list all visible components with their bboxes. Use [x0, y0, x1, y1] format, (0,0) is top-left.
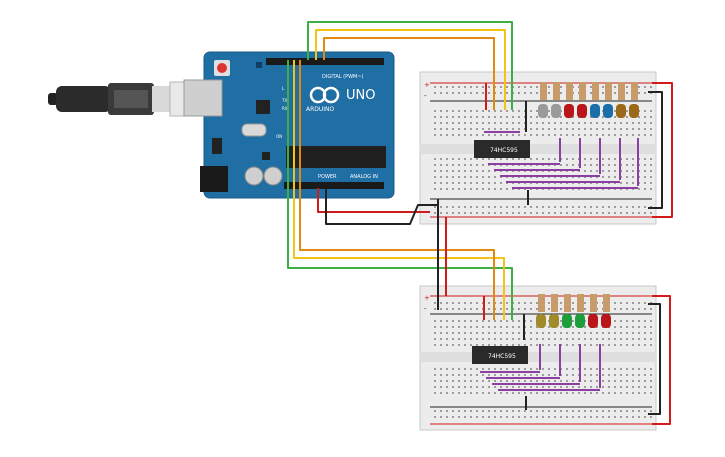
led [603, 104, 613, 118]
black-ground-wire [325, 188, 438, 225]
power-label: POWER [318, 174, 337, 180]
rail-plus-sign: + [424, 294, 430, 302]
leds-top [538, 82, 639, 118]
led [536, 314, 546, 328]
power-jack [200, 166, 228, 192]
red-rail-jumper-top [652, 82, 673, 218]
led [601, 314, 611, 328]
arduino-model-text: UNO [346, 88, 375, 103]
shift-register-chip [474, 140, 530, 158]
power-analog-header [284, 182, 384, 189]
led [588, 314, 598, 328]
led [564, 104, 574, 118]
analog-label: ANALOG IN [350, 174, 378, 180]
led [562, 314, 572, 328]
led [616, 104, 626, 118]
black-rail-jumper-top [648, 91, 663, 209]
led [629, 104, 639, 118]
led [549, 314, 559, 328]
leds-bottom [536, 294, 611, 328]
microcontroller-chip [286, 146, 386, 168]
arduino-brand-text: ARDUINO [306, 106, 335, 113]
led [577, 104, 587, 118]
tx-label: TX [281, 98, 287, 103]
shift-register-chip [472, 346, 528, 364]
digital-header [266, 58, 384, 65]
green-wire-bottom [287, 60, 513, 320]
capacitor [263, 166, 283, 186]
breadboard-bottom: + - 74HC595 [419, 285, 657, 431]
yellow-wire-bottom [293, 60, 505, 320]
usb-port [183, 79, 223, 117]
purple-jumpers-top [484, 131, 639, 189]
rx-label: RX [282, 106, 288, 111]
rail-minus-sign: - [424, 92, 427, 100]
wires [287, 21, 673, 425]
rail-minus-sign: - [424, 305, 427, 313]
digital-label: DIGITAL (PWM~) [322, 74, 364, 80]
rail-plus-sign: + [424, 81, 430, 89]
crystal [241, 123, 267, 137]
usb-cable [48, 81, 201, 117]
reset-button[interactable] [217, 63, 227, 73]
led [575, 314, 585, 328]
green-wire-top [307, 21, 513, 110]
red-rail-jumper-bottom [652, 295, 671, 425]
breadboard-top: + - 74HC595 [419, 71, 657, 225]
chip-label: 74HC595 [488, 353, 516, 360]
l-led-label: L [282, 86, 285, 91]
yellow-wire-top [315, 29, 506, 110]
on-led-label: ON [276, 134, 282, 139]
led [590, 104, 600, 118]
orange-wire-top [323, 37, 495, 110]
black-rail-jumper-bottom [648, 303, 661, 415]
orange-wire-bottom [299, 60, 495, 320]
chip-label: 74HC595 [490, 147, 518, 154]
capacitor [244, 166, 264, 186]
led [538, 104, 548, 118]
purple-jumpers-bottom [480, 344, 601, 391]
led [551, 104, 561, 118]
red-power-wire [317, 188, 430, 213]
